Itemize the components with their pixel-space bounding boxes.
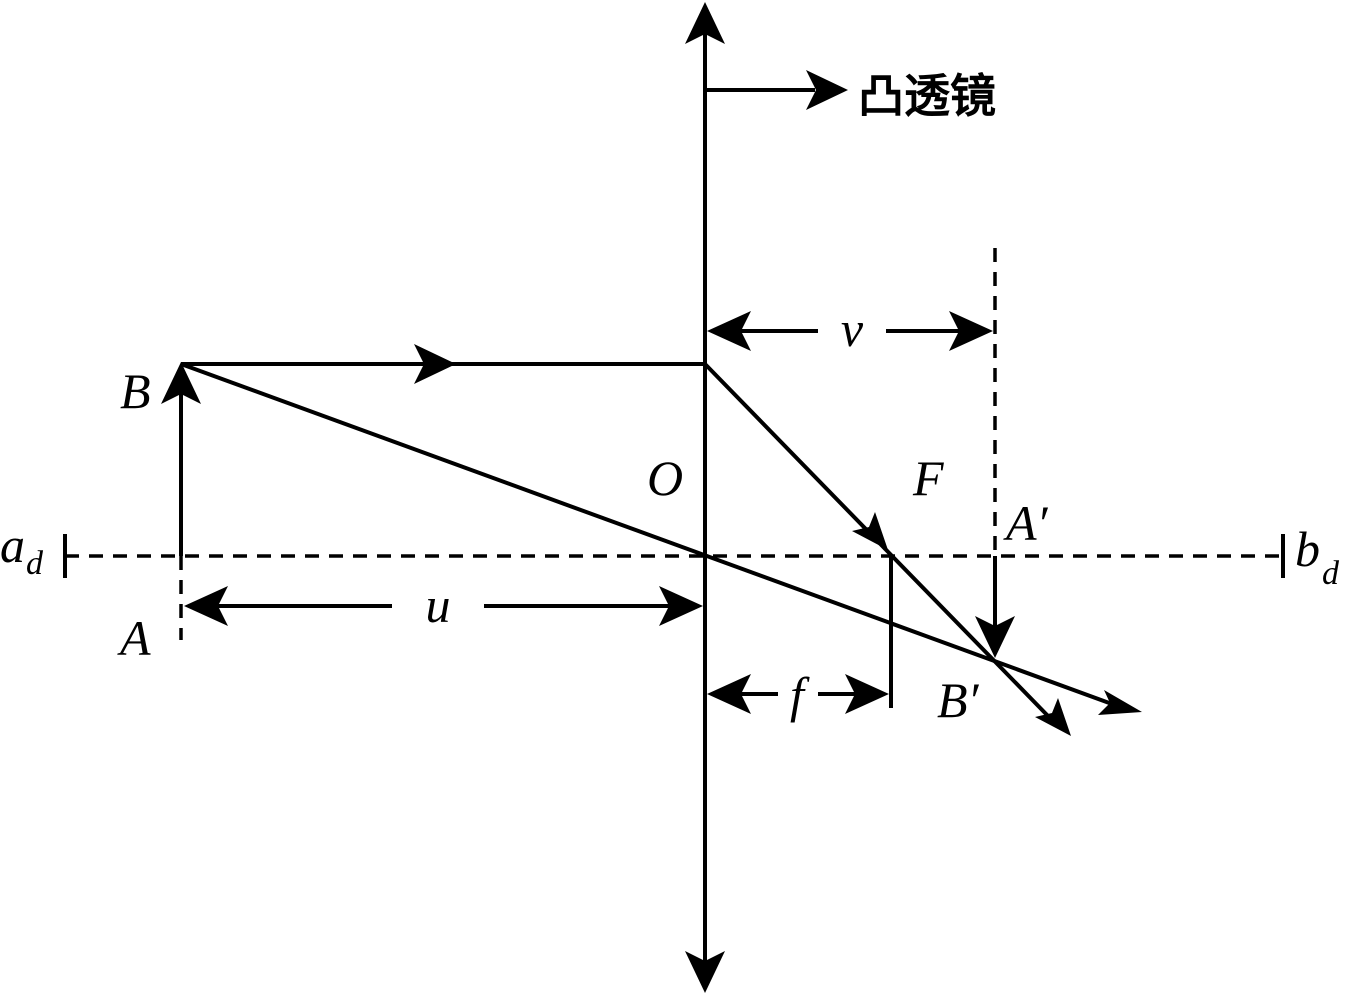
image-arrowhead [975, 616, 1015, 658]
label-focus: F [912, 450, 944, 506]
label-optical-center: O [647, 450, 683, 506]
image-arrow [975, 248, 1015, 658]
dimension-f-label: f [790, 667, 810, 723]
label-axis-right: b [1295, 521, 1320, 577]
label-image-top: B′ [937, 672, 980, 728]
lens-bottom-arrowhead [685, 951, 725, 993]
object-arrow [161, 362, 201, 640]
convex-lens [685, 2, 725, 993]
ray-parallel-incident-arrowhead [414, 344, 456, 384]
lens-name-pointer: 凸透镜 [705, 69, 996, 123]
ray-through-center [180, 362, 1142, 715]
label-axis-right-subscript: d [1322, 555, 1340, 592]
label-axis-left-subscript: d [26, 545, 44, 582]
dimension-u-left-arrowhead [184, 586, 228, 626]
ray-parallel-end-arrowhead [1035, 698, 1071, 736]
dimension-v-right-arrowhead [949, 311, 993, 351]
dimension-u-right-arrowhead [659, 586, 703, 626]
label-axis-left: a [0, 517, 25, 573]
ray-center-arrowhead [1098, 690, 1142, 715]
ray-center-line [180, 362, 1113, 706]
ray-parallel [181, 344, 1071, 736]
dimension-v-left-arrowhead [707, 311, 751, 351]
lens-name-label: 凸透镜 [858, 69, 996, 123]
lens-top-arrowhead [685, 2, 725, 44]
dimension-f: f [707, 667, 889, 723]
lens-pointer-arrowhead [806, 70, 848, 110]
dimension-u: u [184, 577, 703, 633]
label-image-base: A′ [1003, 495, 1049, 551]
dimension-f-left-arrowhead [707, 674, 751, 714]
dimension-v: v [707, 301, 993, 357]
object-arrowhead [161, 362, 201, 404]
ray-parallel-focus-arrowhead [852, 512, 888, 550]
principal-axis [63, 534, 1285, 578]
label-object-top: B [120, 363, 151, 419]
label-object-base: A [117, 610, 151, 666]
dimension-u-label: u [426, 577, 451, 633]
dimension-v-label: v [841, 301, 864, 357]
dimension-f-right-arrowhead [845, 674, 889, 714]
